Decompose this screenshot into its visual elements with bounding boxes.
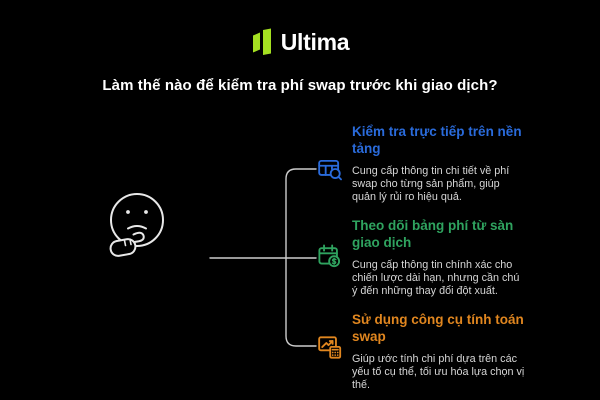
branch-swap-calculator: Sử dụng công cụ tính toán swap Giúp ước … — [352, 311, 526, 393]
branch-title: Theo dõi bảng phí từ sàn giao dịch — [352, 218, 514, 250]
table-search-icon — [318, 159, 342, 181]
brand-logo: Ultima — [0, 26, 600, 58]
branch-description: Cung cấp thông tin chi tiết về phí swap … — [352, 165, 510, 204]
calendar-dollar-icon — [318, 244, 341, 268]
branch-title: Sử dụng công cụ tính toán swap — [352, 312, 524, 344]
branch-title: Kiểm tra trực tiếp trên nền tảng — [352, 124, 522, 156]
chart-calculator-icon — [318, 336, 342, 359]
branch-platform-check: Kiểm tra trực tiếp trên nền tảng Cung cấ… — [352, 123, 526, 205]
branch-description: Cung cấp thông tin chính xác cho chiến l… — [352, 259, 520, 298]
branch-exchange-fee-table: Theo dõi bảng phí từ sàn giao dịch Cung … — [352, 217, 526, 299]
page-title: Làm thế nào để kiểm tra phí swap trước k… — [102, 77, 498, 94]
ultima-logo-icon — [252, 28, 271, 55]
branch-description: Giúp ước tính chi phí dựa trên các yếu t… — [352, 353, 525, 392]
brand-logo-text: Ultima — [280, 28, 350, 55]
thinking-face-icon — [109, 193, 164, 257]
